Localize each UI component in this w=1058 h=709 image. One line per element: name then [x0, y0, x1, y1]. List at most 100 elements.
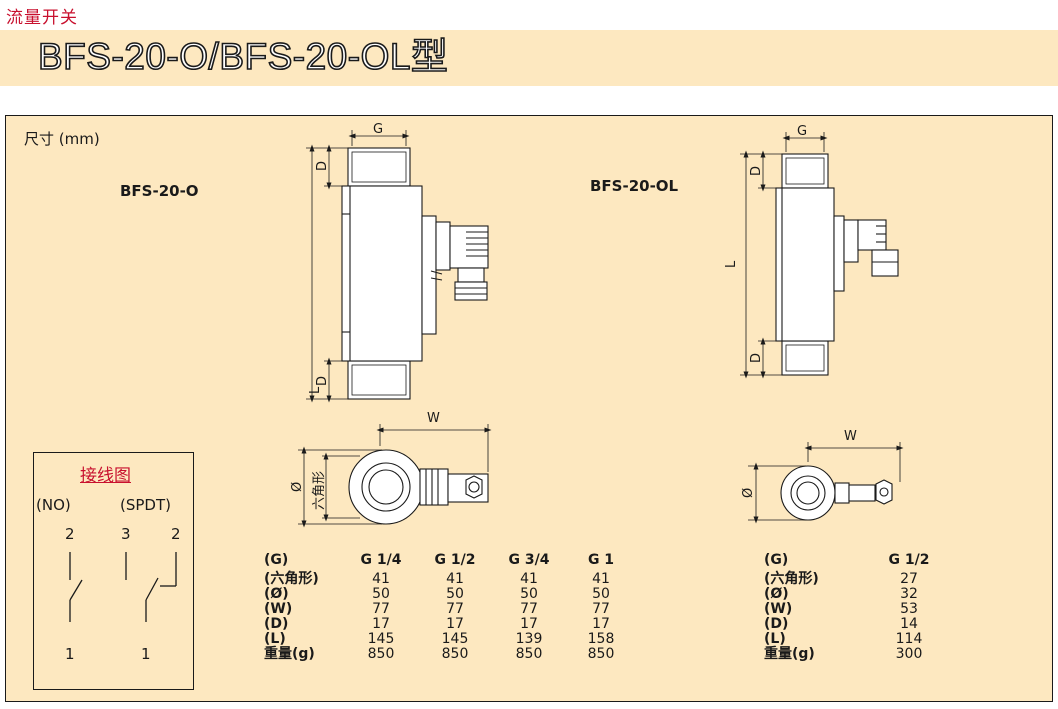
- table-cell: 850: [587, 646, 615, 662]
- table-row: (L) 114: [764, 632, 954, 647]
- table-column-header: G 1: [587, 552, 615, 568]
- table-row: (W) 53: [764, 602, 954, 617]
- dimensions-caption: 尺寸 (mm): [24, 130, 100, 148]
- technical-drawings: G L D D G L D D W Ø 六角形 W Ø: [69, 122, 904, 622]
- spec-table-bfs-20-ol: (G) G 1/2 (六角形) 27 (Ø) 32 (W) 53 (D) 14 …: [764, 553, 954, 662]
- table-cell: 27: [900, 571, 918, 587]
- table-cell: 77: [592, 601, 610, 617]
- wiring-switch-spdt: [125, 552, 177, 622]
- table-row: (Ø) 50 50 50 50: [264, 587, 636, 602]
- wiring-switch-no: [69, 552, 83, 622]
- table-cell: 77: [446, 601, 464, 617]
- wiring-diagram: 接线图: [33, 452, 194, 690]
- table-row: (W) 77 77 77 77: [264, 602, 636, 617]
- table-row-label: (六角形): [264, 571, 319, 587]
- table-cell: 50: [592, 586, 610, 602]
- table-row: (六角形) 41 41 41 41: [264, 572, 636, 587]
- wiring-no-terminal-1: 1: [65, 645, 75, 663]
- table-cell: 41: [446, 571, 464, 587]
- table-cell: 17: [372, 616, 390, 632]
- table-cell: 145: [367, 631, 395, 647]
- table-cell: 50: [446, 586, 464, 602]
- bfs-20-ol-top-view: [780, 465, 893, 521]
- model-title: BFS-20-O/BFS-20-OL型: [37, 35, 449, 78]
- table-cell: 850: [515, 646, 543, 662]
- variant-label-bfs-20-ol: BFS-20-OL: [590, 177, 679, 195]
- table-cell: 50: [372, 586, 390, 602]
- table-cell: 41: [592, 571, 610, 587]
- table-row-label: 重量(g): [764, 646, 815, 662]
- table-cell: 145: [441, 631, 469, 647]
- table-row: (D) 14: [764, 617, 954, 632]
- table-cell: 300: [895, 646, 923, 662]
- table-header-label: (G): [264, 552, 289, 568]
- table-cell: 139: [515, 631, 543, 647]
- wiring-no-label: (NO): [36, 496, 71, 514]
- wiring-spdt-terminal-2: 2: [171, 525, 181, 543]
- table-cell: 158: [587, 631, 615, 647]
- table-row-label: (六角形): [764, 571, 819, 587]
- table-row: (Ø) 32: [764, 587, 954, 602]
- table-row: (G) G 1/2: [764, 553, 954, 572]
- wiring-spdt-label: (SPDT): [120, 496, 171, 514]
- dimensions-panel: 尺寸 (mm) BFS-20-O BFS-20-OL: [5, 115, 1053, 702]
- wiring-spdt-terminal-1: 1: [141, 645, 151, 663]
- table-cell: 53: [900, 601, 918, 617]
- table-row-label: (W): [264, 601, 293, 617]
- bfs-20-ol-l-label: L: [724, 260, 739, 268]
- wiring-no-terminal-2: 2: [65, 525, 75, 543]
- table-cell: 77: [372, 601, 390, 617]
- bfs-20-ol-front-view: [775, 153, 899, 376]
- wiring-title: 接线图: [80, 466, 131, 486]
- table-row: (D) 17 17 17 17: [264, 617, 636, 632]
- bfs-20-ol-d-top-label: D: [749, 166, 764, 176]
- bfs-20-o-w-label: W: [427, 411, 440, 426]
- table-cell: 850: [367, 646, 395, 662]
- table-column-header: G 1/4: [360, 552, 402, 568]
- category-title: 流量开关: [6, 8, 78, 28]
- bfs-20-ol-d-bottom-label: D: [749, 353, 764, 363]
- table-row: (L) 145 145 139 158: [264, 632, 636, 647]
- table-cell: 17: [520, 616, 538, 632]
- bfs-20-ol-phi-label: Ø: [741, 488, 756, 498]
- table-cell: 41: [520, 571, 538, 587]
- table-cell: 32: [900, 586, 918, 602]
- table-row-label: (D): [764, 616, 789, 632]
- table-column-header: G 1/2: [434, 552, 476, 568]
- table-cell: 17: [446, 616, 464, 632]
- table-cell: 850: [441, 646, 469, 662]
- table-column-header: G 1/2: [888, 552, 930, 568]
- table-row: 重量(g) 300: [764, 647, 954, 662]
- variant-label-bfs-20-o: BFS-20-O: [120, 182, 199, 200]
- table-cell: 114: [895, 631, 923, 647]
- bfs-20-o-front-view: [341, 147, 489, 400]
- table-cell: 77: [520, 601, 538, 617]
- spec-table-bfs-20-o: (G) G 1/4 G 1/2 G 3/4 G 1 (六角形) 41 41 41…: [264, 553, 636, 662]
- bfs-20-o-hex-label: 六角形: [312, 471, 327, 510]
- table-row-label: (W): [764, 601, 793, 617]
- bfs-20-o-phi-label: Ø: [290, 482, 305, 492]
- bfs-20-o-top-view: [348, 449, 489, 525]
- title-band: BFS-20-O/BFS-20-OL型: [0, 30, 1058, 86]
- bfs-20-ol-g-label: G: [797, 124, 807, 139]
- table-row: (六角形) 27: [764, 572, 954, 587]
- table-row-label: (Ø): [764, 586, 789, 602]
- table-row-label: (L): [264, 631, 286, 647]
- bfs-20-ol-w-label: W: [844, 429, 857, 444]
- bfs-20-o-g-label: G: [373, 122, 383, 137]
- table-column-header: G 3/4: [508, 552, 550, 568]
- bfs-20-o-d-top-label: D: [315, 161, 330, 171]
- wiring-spdt-terminal-3: 3: [121, 525, 131, 543]
- table-header-label: (G): [764, 552, 789, 568]
- table-row-label: (Ø): [264, 586, 289, 602]
- table-row: 重量(g) 850 850 850 850: [264, 647, 636, 662]
- bfs-20-o-l-label: L: [308, 386, 323, 394]
- table-row: (G) G 1/4 G 1/2 G 3/4 G 1: [264, 553, 636, 572]
- table-row-label: 重量(g): [264, 646, 315, 662]
- bfs-20-o-d-bottom-label: D: [315, 376, 330, 386]
- table-cell: 14: [900, 616, 918, 632]
- table-cell: 17: [592, 616, 610, 632]
- table-cell: 50: [520, 586, 538, 602]
- table-row-label: (L): [764, 631, 786, 647]
- table-cell: 41: [372, 571, 390, 587]
